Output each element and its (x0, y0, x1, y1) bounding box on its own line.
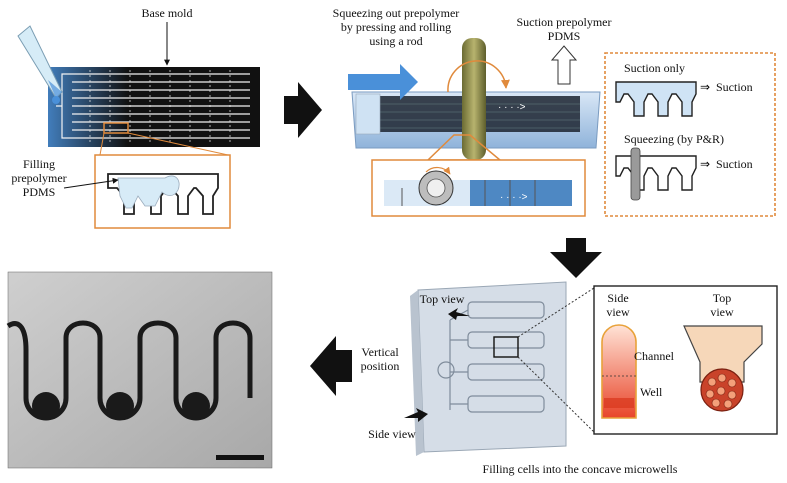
suction-label-1: Suction (716, 80, 753, 94)
chip-zoom-box (493, 336, 519, 358)
tray-inlet (355, 93, 381, 135)
squeezing-label-2: by pressing and rolling (341, 20, 451, 34)
suction-arrow-2: ⇒ (700, 157, 710, 171)
mold-inlet-tree (56, 73, 72, 139)
top-view-arrow (448, 308, 470, 320)
filling-arrow (63, 177, 119, 189)
well-inset-panel: Side view Top view Channel Well (593, 285, 778, 435)
mold-wells (89, 70, 231, 143)
cell-spheroid-2 (106, 392, 134, 420)
inset-top-label-2: view (710, 305, 734, 319)
rod (462, 38, 486, 160)
squeezing-pr-label: Squeezing (by P&R) (624, 132, 724, 146)
squeezing-label-3: using a rod (369, 34, 422, 48)
squeezing-label-1: Squeezing out prepolymer (333, 6, 460, 20)
cell-spheroid-1 (32, 392, 60, 420)
micrograph-panel (6, 271, 273, 469)
vertical-label-2: position (361, 359, 400, 373)
step-arrow-left (310, 336, 352, 396)
suction-label-2: Suction (716, 157, 753, 171)
base-mold-label: Base mold (142, 6, 193, 20)
small-rod-icon (630, 147, 641, 201)
suction-arrow-1: ⇒ (700, 80, 710, 94)
suction-prepolymer-label-1: Suction prepolymer (517, 15, 612, 29)
mold-channels (72, 73, 250, 139)
suction-up-arrow (550, 45, 578, 85)
squeeze-well-dividers (401, 180, 536, 206)
side-view-well (601, 324, 637, 419)
step-arrow-right (284, 82, 322, 138)
filling-cells-caption: Filling cells into the concave microwell… (483, 462, 678, 476)
top-view-well (683, 325, 763, 383)
base-mold-panel: Base mold (11, 6, 260, 229)
suction-only-profile (615, 81, 697, 117)
side-view-label: Side view (368, 427, 416, 441)
squeezing-panel: Squeezing out prepolymer by pressing and… (333, 6, 612, 217)
inset-side-label-2: view (606, 305, 630, 319)
filling-label-2: prepolymer (11, 171, 66, 185)
rod-rotation-arrow (447, 60, 510, 93)
comparison-frame (604, 52, 776, 217)
inset-side-label-1: Side (607, 291, 628, 305)
well-label: Well (640, 385, 663, 399)
vertical-label-1: Vertical (361, 345, 399, 359)
top-view-label: Top view (420, 292, 465, 306)
channel-label: Channel (634, 349, 675, 363)
tray-flow-dots: · · · ·> (498, 102, 526, 113)
squeeze-direction-arrow (348, 64, 418, 100)
suction-only-label: Suction only (624, 61, 685, 75)
squeezing-profile (615, 155, 697, 191)
prepolymer-drop (117, 175, 180, 209)
prepolymer-fill-region (48, 67, 128, 147)
device-chip-panel: Top view Side view (368, 281, 595, 456)
suction-comparison-panel: Suction only ⇒ Suction Squeezing (by P&R… (604, 52, 776, 217)
side-view-arrow (404, 408, 428, 422)
suction-prepolymer-label-2: PDMS (548, 29, 581, 43)
rod-zoom-rotation-arrow (425, 166, 451, 175)
zoom-flow-dots: · · · ·> (500, 192, 528, 203)
filling-label-1: Filling (23, 157, 55, 171)
zoom-source-box (103, 122, 129, 134)
inset-top-label-1: Top (713, 291, 732, 305)
cell-spheroid-3 (182, 392, 210, 420)
side-cells (604, 398, 634, 408)
scale-bar (216, 455, 264, 460)
filling-label-3: PDMS (23, 185, 56, 199)
step-arrow-down (550, 238, 602, 278)
top-view-cells (705, 373, 737, 409)
pipette-icon (17, 25, 63, 104)
